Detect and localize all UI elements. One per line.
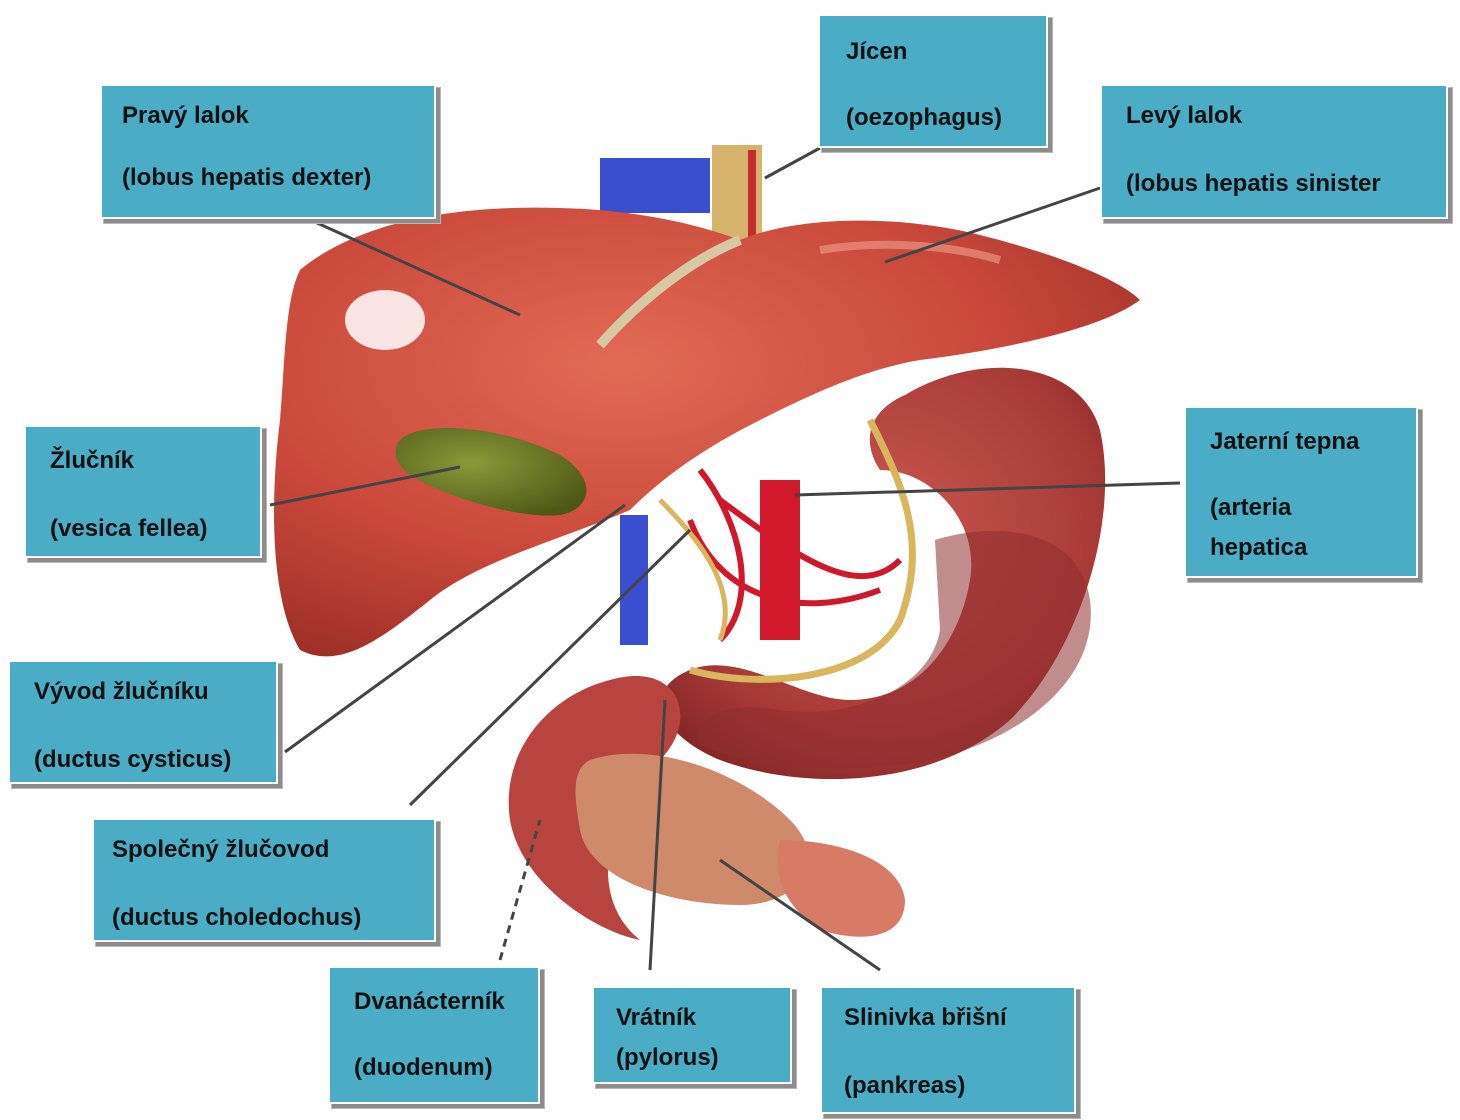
label-slinivka: Slinivka břišní (pankreas) [820, 986, 1076, 1114]
label-line: (lobus hepatis sinister [1126, 170, 1381, 198]
label-line: (arteria [1210, 494, 1291, 522]
pancreas [576, 754, 905, 937]
label-line: Dvanácterník [354, 988, 505, 1016]
label-line: Pravý lalok [122, 102, 249, 130]
label-levy-lalok: Levý lalok (lobus hepatis sinister [1100, 84, 1448, 219]
label-zlucnik: Žlučník (vesica fellea) [24, 425, 262, 558]
label-line: (pankreas) [844, 1072, 965, 1100]
label-line: Vývod žlučníku [34, 678, 209, 706]
label-line: Jícen [846, 38, 907, 66]
label-pravy-lalok: Pravý lalok (lobus hepatis dexter) [100, 84, 436, 219]
label-spolecny-zlucovod: Společný žlučovod (ductus choledochus) [92, 818, 436, 942]
label-line: (lobus hepatis dexter) [122, 164, 371, 192]
label-dvanacternik: Dvanácterník (duodenum) [328, 966, 540, 1104]
label-line: (ductus cysticus) [34, 746, 231, 774]
label-vyvod-zlucniku: Vývod žlučníku (ductus cysticus) [8, 660, 278, 784]
label-line: hepatica [1210, 534, 1307, 562]
label-vratnik: Vrátník (pylorus) [592, 986, 792, 1084]
label-jicen: Jícen (oezophagus) [818, 14, 1048, 148]
label-line: Levý lalok [1126, 102, 1242, 130]
label-line: (oezophagus) [846, 104, 1002, 132]
label-line: Jaterní tepna [1210, 428, 1359, 456]
label-line: Vrátník [616, 1004, 696, 1032]
label-line: (duodenum) [354, 1054, 493, 1082]
label-line: Společný žlučovod [112, 836, 329, 864]
leader-jicen [765, 148, 820, 178]
label-line: (pylorus) [616, 1044, 719, 1072]
label-line: (ductus choledochus) [112, 904, 361, 932]
label-line: Slinivka břišní [844, 1004, 1007, 1032]
label-line: (vesica fellea) [50, 515, 207, 543]
label-jaterni-tepna: Jaterní tepna (arteria hepatica [1184, 406, 1418, 578]
label-line: Žlučník [50, 447, 134, 475]
